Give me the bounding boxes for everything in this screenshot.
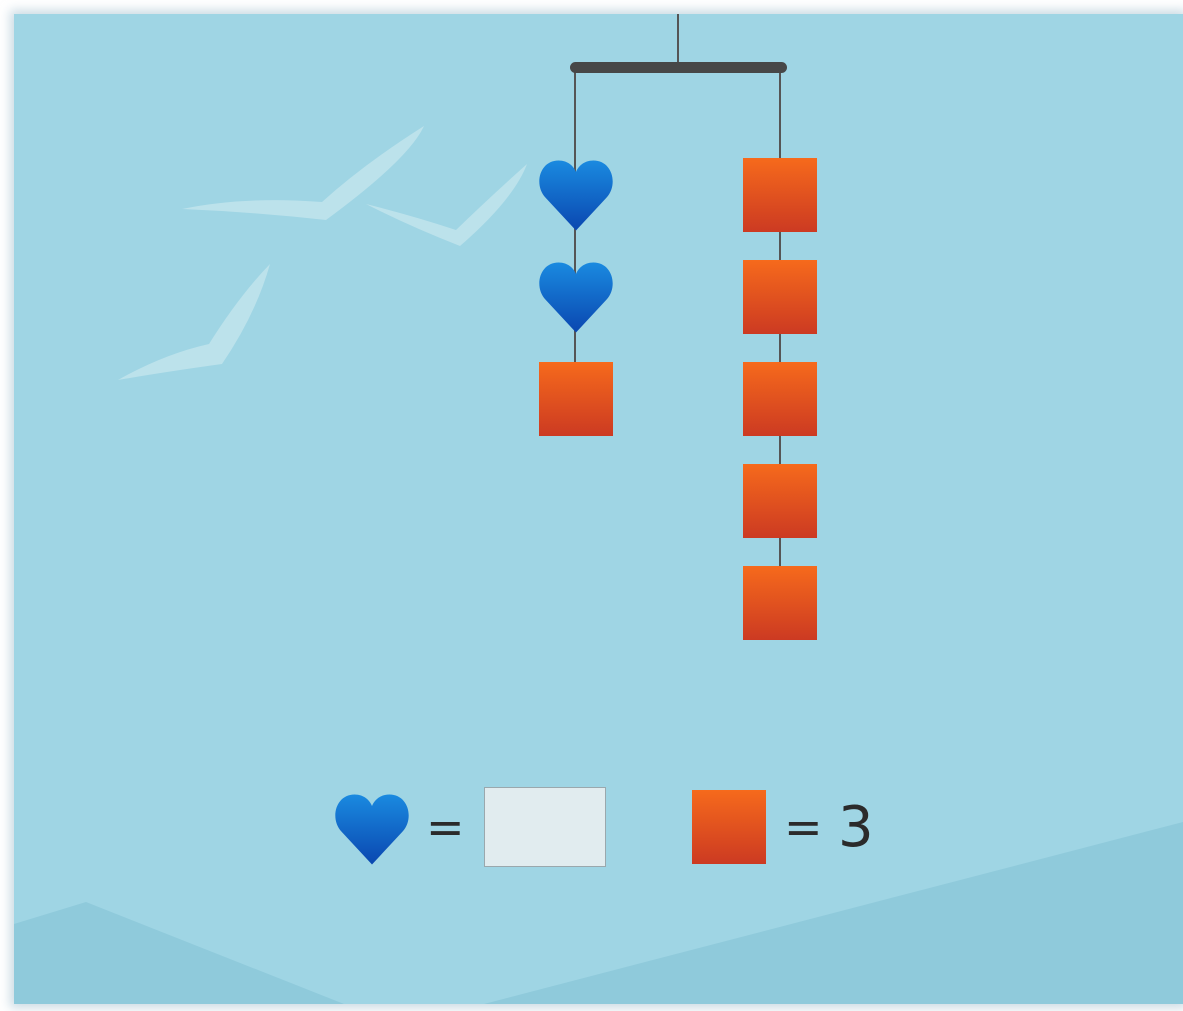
mobile-right-square-5 [743, 566, 817, 640]
square-equals-sign: = [784, 804, 823, 850]
heart-answer-input[interactable] [484, 787, 606, 867]
blue-heart-icon [538, 156, 614, 232]
puzzle-scene: = = 3 [14, 14, 1183, 1004]
blue-heart-icon [334, 790, 410, 866]
heart-equals-sign: = [426, 804, 465, 850]
mobile-bar [570, 62, 787, 73]
mobile-left-square [539, 362, 613, 436]
blue-heart-icon [538, 258, 614, 334]
mobile-left-heart-2 [538, 258, 612, 332]
mobile-right-square-1 [743, 158, 817, 232]
mobile-left-heart-1 [538, 156, 612, 230]
equation-heart [334, 790, 408, 864]
mobile-right-square-2 [743, 260, 817, 334]
mobile-right-square-4 [743, 464, 817, 538]
equation-square [692, 790, 766, 864]
equation-row: = = 3 [14, 786, 1183, 870]
square-value: 3 [838, 800, 874, 856]
mobile-right-square-3 [743, 362, 817, 436]
